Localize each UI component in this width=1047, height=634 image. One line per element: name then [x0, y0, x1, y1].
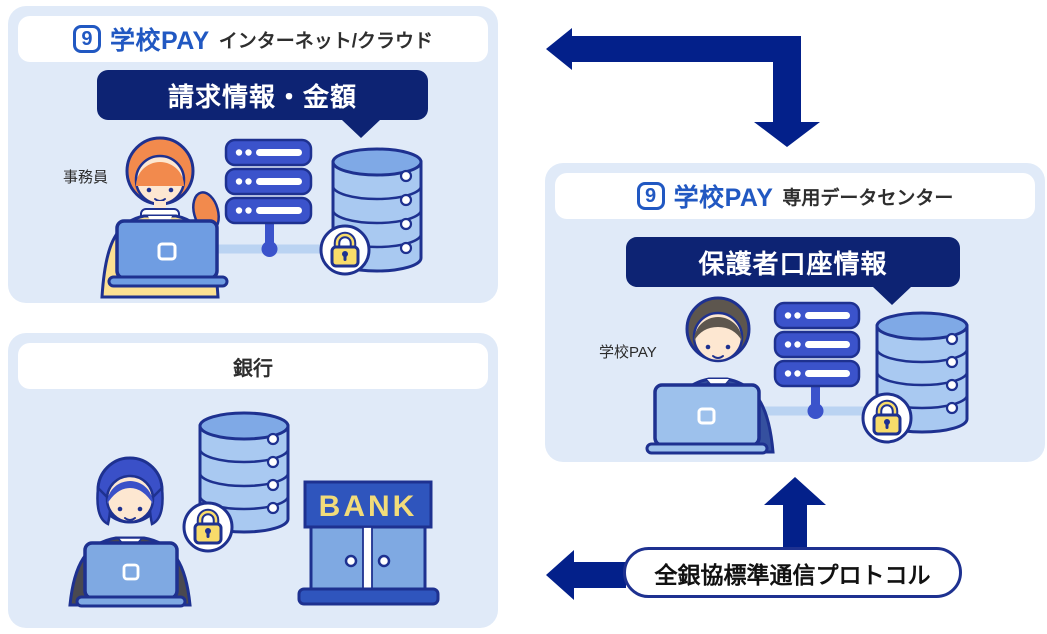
- bubble-tail: [873, 287, 912, 305]
- clerk-label: 事務員: [63, 169, 109, 186]
- datacenter-panel-header: 9 学校PAY 専用データセンター: [555, 173, 1035, 219]
- database-icon: [198, 411, 290, 534]
- bubble-tail: [341, 120, 380, 138]
- datacenter-panel-illustration: [645, 296, 969, 455]
- bank-panel-header: 銀行: [18, 343, 488, 389]
- guardian-account-bubble: 保護者口座情報: [626, 237, 960, 305]
- gakkou-pay-logo-icon: 9: [636, 182, 665, 210]
- protocol-label: 全銀協標準通信プロトコル: [623, 547, 962, 598]
- laptop-icon: [107, 219, 229, 288]
- brand-name: 学校PAY: [673, 184, 774, 212]
- cloud-panel-header: 9 学校PAY インターネット/クラウド: [18, 16, 488, 62]
- panel-datacenter: 9 学校PAY 専用データセンター 保護者口座情報 学校PAY: [545, 163, 1045, 462]
- laptop-icon: [645, 383, 769, 455]
- panel-bank: 銀行: [8, 333, 498, 628]
- lock-icon: [319, 224, 371, 276]
- arrow-protocol-to-bank: [546, 550, 626, 600]
- laptop-icon: [75, 541, 187, 608]
- arrow-cloud-datacenter: [546, 28, 820, 147]
- bank-panel-illustration: BANK: [68, 411, 440, 608]
- operator-label: 学校PAY: [599, 344, 657, 361]
- server-stack-icon: [224, 138, 313, 257]
- guardian-account-bubble-label: 保護者口座情報: [698, 248, 888, 279]
- bank-panel-title: 銀行: [233, 357, 273, 380]
- cloud-panel-title: インターネット/クラウド: [218, 30, 434, 52]
- cloud-panel-illustration: [100, 136, 423, 299]
- lock-icon: [861, 392, 913, 444]
- brand-name: 学校PAY: [109, 27, 210, 55]
- gakkou-pay-logo-icon: 9: [72, 25, 101, 53]
- lock-icon: [182, 501, 234, 553]
- protocol-label-text: 全銀協標準通信プロトコル: [654, 561, 931, 588]
- panel-internet-cloud: 9 学校PAY インターネット/クラウド 請求情報・金額 事務員: [8, 6, 498, 303]
- bank-sign-text: BANK: [319, 490, 418, 523]
- datacenter-panel-title: 専用データセンター: [782, 187, 954, 209]
- arrow-protocol-to-datacenter: [764, 477, 826, 548]
- bank-building: BANK: [297, 480, 440, 606]
- server-stack-icon: [773, 301, 861, 419]
- billing-info-bubble: 請求情報・金額: [97, 70, 428, 138]
- billing-info-bubble-label: 請求情報・金額: [167, 81, 357, 112]
